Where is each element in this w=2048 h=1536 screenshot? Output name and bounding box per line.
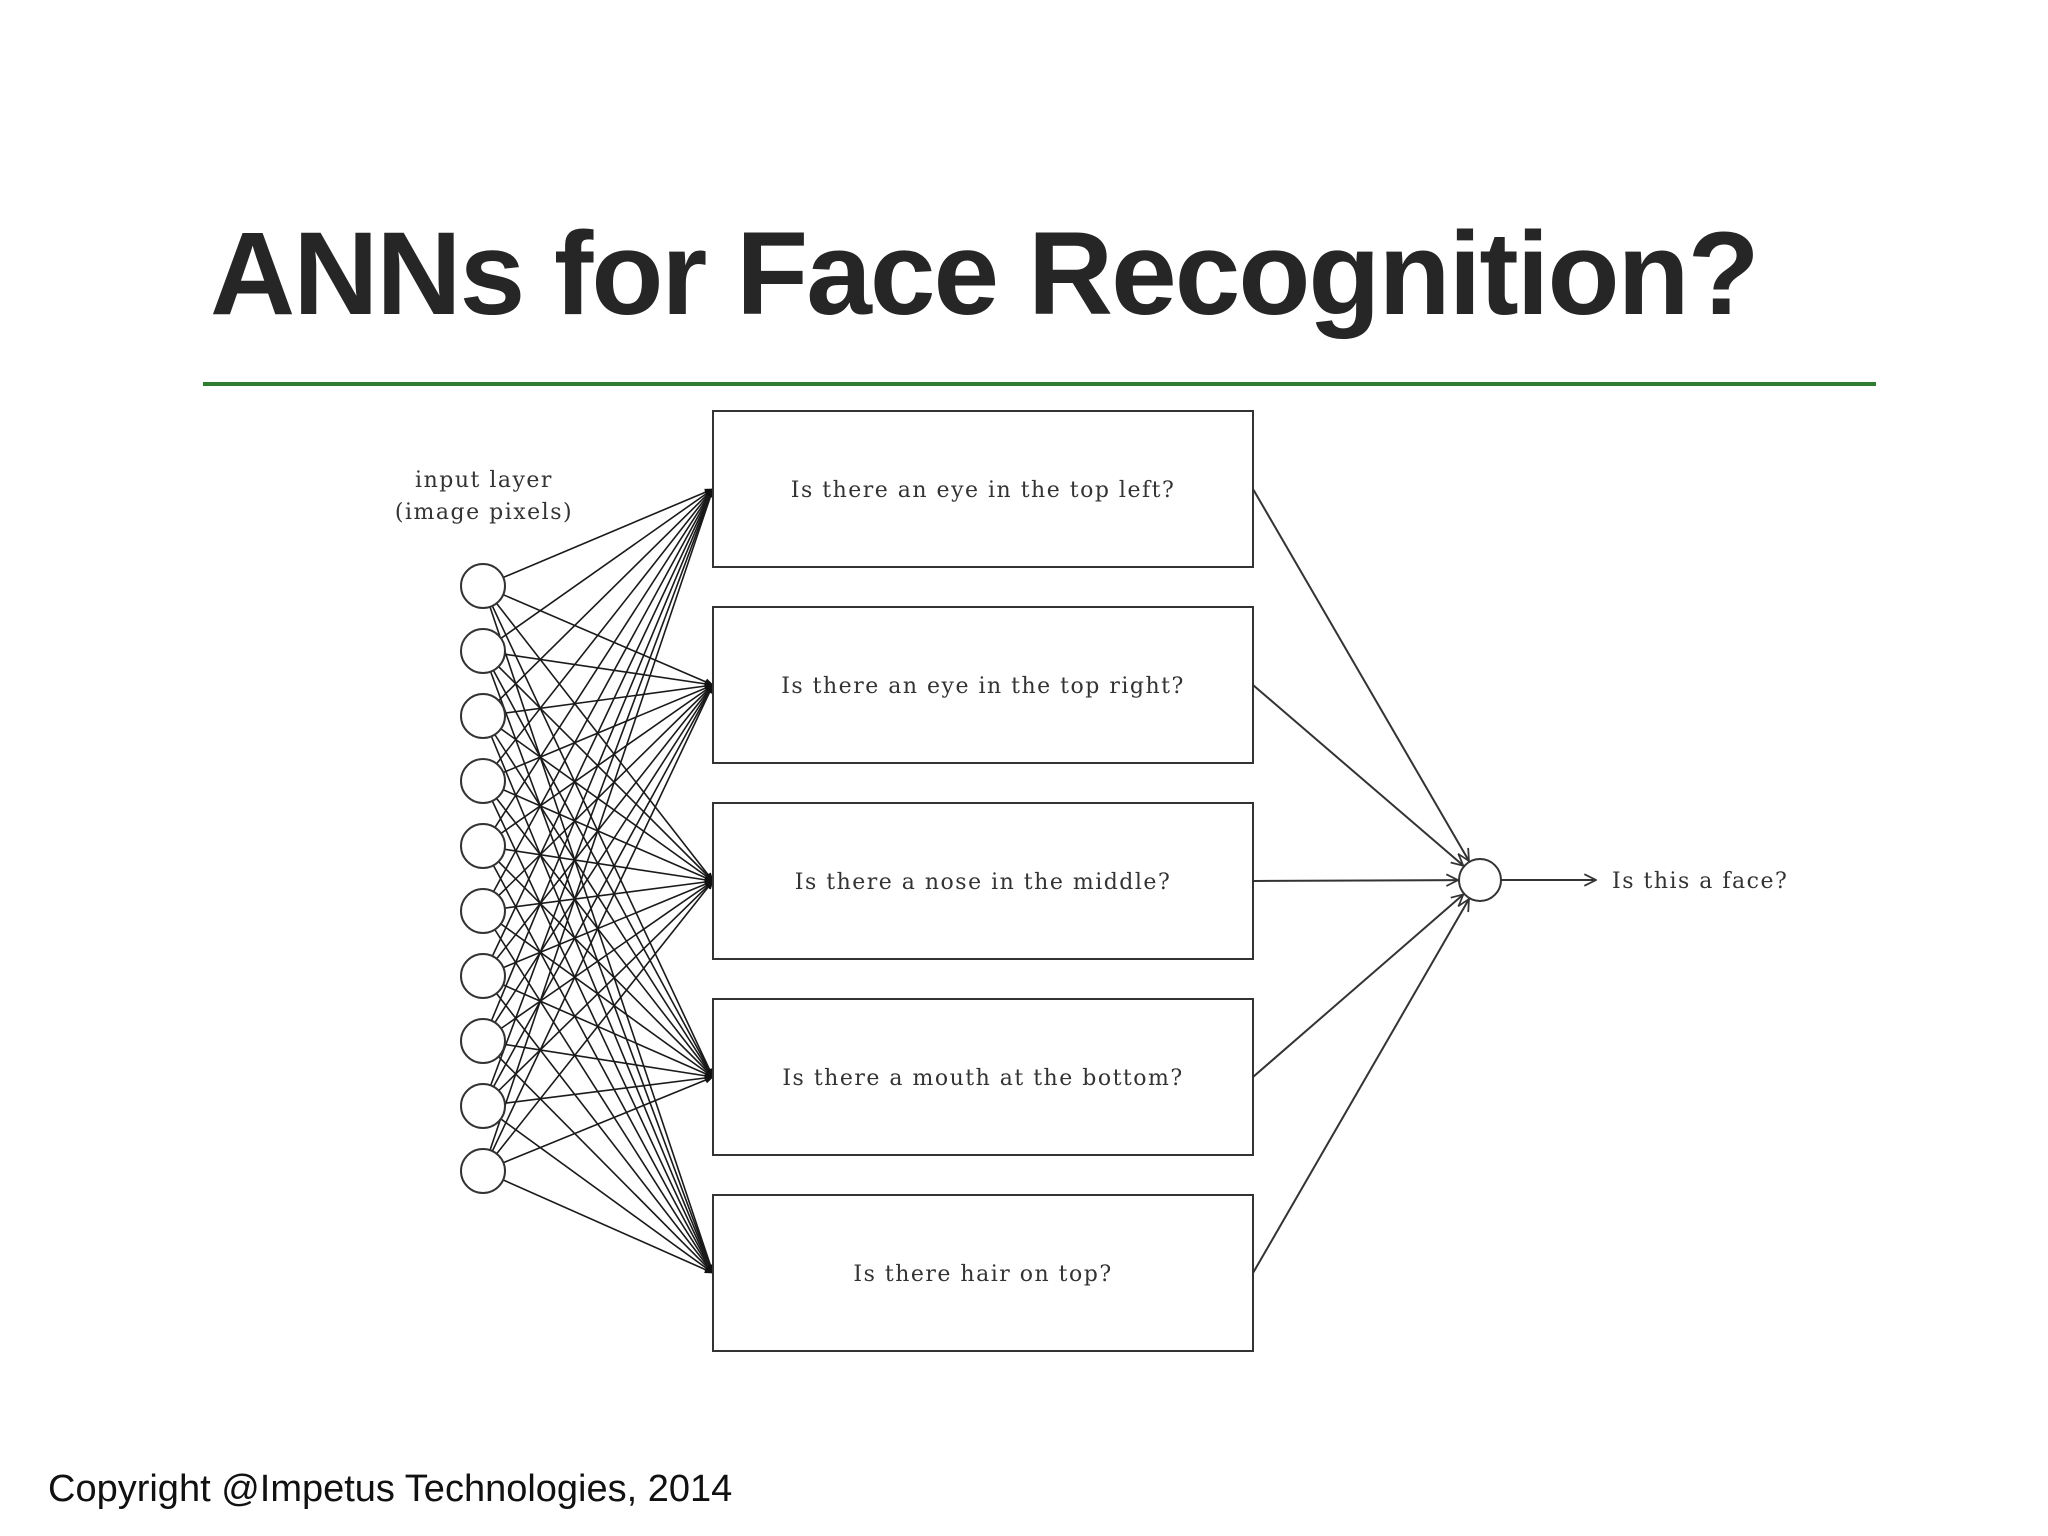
input-edge-10-to-5 [482,1170,714,1274]
hidden-node-box-4 [712,998,1254,1156]
input-edge-10-to-3 [482,880,714,1172]
copyright-notice: Copyright @Impetus Technologies, 2014 [48,1468,733,1510]
input-node-4 [460,758,506,804]
input-layer-label-line-1: input layer [415,468,553,493]
input-edge-8-to-3 [482,880,714,1042]
input-node-2 [460,628,506,674]
input-edge-10-to-2 [482,684,714,1172]
input-edge-8-to-2 [482,684,714,1042]
input-edge-1-to-1 [482,488,714,587]
input-edge-9-to-3 [482,880,714,1107]
hidden-node-box-3 [712,802,1254,960]
input-node-3 [460,693,506,739]
hidden-to-output-edge-4 [1252,894,1463,1078]
hidden-node-box-2 [712,606,1254,764]
output-node [1458,858,1502,902]
hidden-to-output-edge-1 [1252,488,1469,861]
input-node-8 [460,1018,506,1064]
input-edge-10-to-1 [482,488,714,1172]
input-node-6 [460,888,506,934]
input-edge-7-to-1 [482,488,714,977]
input-node-7 [460,953,506,999]
output-label: Is this a face? [1612,869,1788,894]
slide-title: ANNs for Face Recognition? [210,208,1760,340]
hidden-to-output-edge-5 [1252,899,1469,1274]
input-edge-4-to-1 [482,488,714,782]
input-edge-2-to-1 [482,488,714,652]
input-edge-5-to-1 [482,488,714,847]
input-edge-9-to-5 [482,1105,714,1274]
hidden-to-output-edge-2 [1252,684,1463,866]
hidden-node-label-1: Is there an eye in the top left? [791,478,1176,503]
input-node-10 [460,1148,506,1194]
input-to-hidden-connections [482,488,714,1274]
hidden-to-output-connections [1252,488,1469,1274]
input-node-1 [460,563,506,609]
hidden-node-label-5: Is there hair on top? [853,1262,1112,1287]
hidden-node-box-1 [712,410,1254,568]
input-edge-8-to-5 [482,1040,714,1274]
hidden-layer-boxes: Is there an eye in the top left? Is there… [712,410,1254,1352]
input-edge-6-to-1 [482,488,714,912]
input-layer-label-line-2: (image pixels) [395,500,573,525]
input-edge-8-to-1 [482,488,714,1042]
input-edge-3-to-1 [482,488,714,717]
input-edge-9-to-2 [482,684,714,1107]
input-edge-8-to-4 [482,1040,714,1080]
hidden-node-label-4: Is there a mouth at the bottom? [782,1066,1183,1091]
input-edge-9-to-4 [482,1074,714,1107]
hidden-node-label-2: Is there an eye in the top right? [781,674,1185,699]
input-layer-nodes [460,563,506,1194]
title-divider [203,382,1876,386]
hidden-to-output-edge-3 [1252,880,1458,881]
input-edge-9-to-1 [482,488,714,1107]
input-edge-10-to-4 [482,1076,714,1172]
input-node-9 [460,1083,506,1129]
hidden-node-label-3: Is there a nose in the middle? [795,870,1172,895]
input-node-5 [460,823,506,869]
